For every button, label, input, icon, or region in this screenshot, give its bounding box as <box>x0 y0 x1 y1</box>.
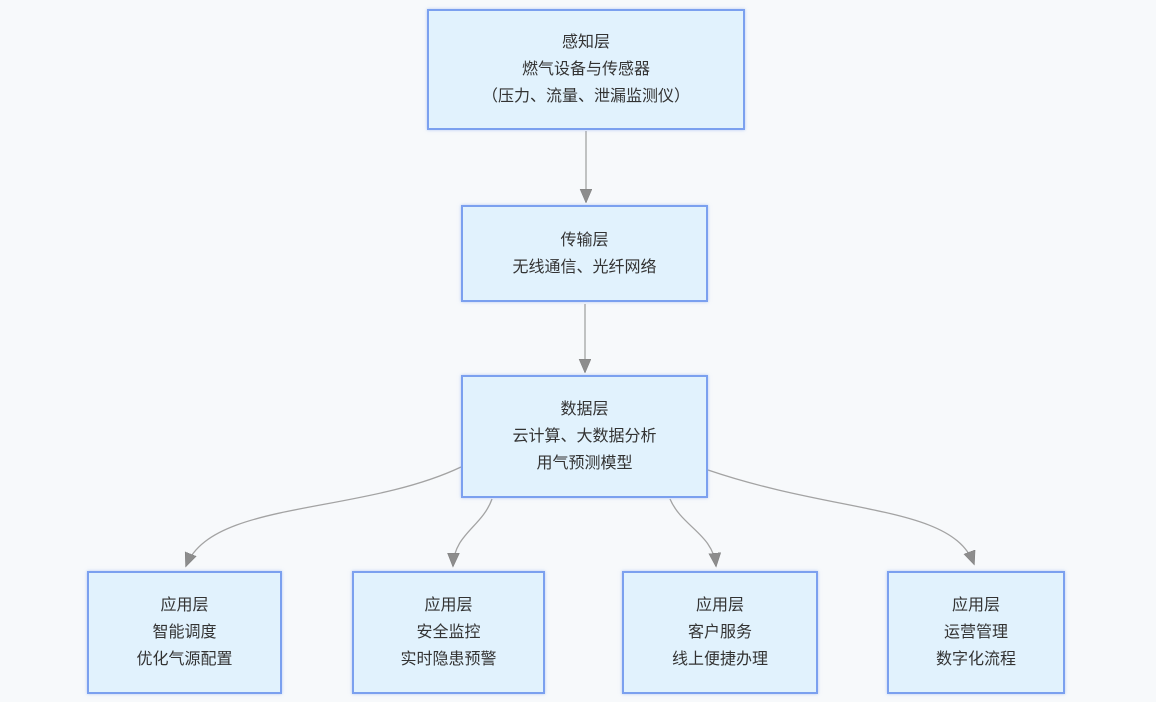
node-data-layer[interactable]: 数据层 云计算、大数据分析 用气预测模型 <box>461 375 708 498</box>
node-text-line: 优化气源配置 <box>136 651 233 668</box>
node-text-line: 燃气设备与传感器 <box>521 61 650 78</box>
node-app-customer[interactable]: 应用层 客户服务 线上便捷办理 <box>622 571 818 694</box>
edge-data-app-safety <box>453 498 493 566</box>
node-title: 应用层 <box>160 597 209 614</box>
node-title: 应用层 <box>424 597 473 614</box>
node-title: 数据层 <box>560 401 609 418</box>
node-text-line: 线上便捷办理 <box>671 651 768 668</box>
node-text-line: 用气预测模型 <box>536 455 633 472</box>
node-app-safety[interactable]: 应用层 安全监控 实时隐患预警 <box>352 571 545 694</box>
node-text-line: 数字化流程 <box>935 651 1016 668</box>
node-perception-layer[interactable]: 感知层 燃气设备与传感器 （压力、流量、泄漏监测仪） <box>427 9 745 130</box>
node-text-line: 智能调度 <box>152 624 217 641</box>
node-text-line: 客户服务 <box>687 624 752 641</box>
edge-data-app-customer <box>669 498 716 566</box>
edge-data-app-operation <box>707 469 974 564</box>
node-title: 传输层 <box>560 231 609 249</box>
node-text-line: 运营管理 <box>943 624 1008 641</box>
node-title: 应用层 <box>951 597 1000 614</box>
node-app-operation[interactable]: 应用层 运营管理 数字化流程 <box>887 571 1065 694</box>
node-app-dispatch[interactable]: 应用层 智能调度 优化气源配置 <box>87 571 282 694</box>
node-text-line: 无线通信、光纤网络 <box>512 258 657 276</box>
node-title: 应用层 <box>695 597 744 614</box>
edge-data-app-dispatch <box>186 466 462 566</box>
node-transmission-layer[interactable]: 传输层 无线通信、光纤网络 <box>461 205 708 302</box>
node-text-line: 实时隐患预警 <box>400 651 497 668</box>
node-text-line: 安全监控 <box>416 624 481 641</box>
node-text-line: 云计算、大数据分析 <box>512 428 657 445</box>
node-title: 感知层 <box>561 34 610 51</box>
node-text-line: （压力、流量、泄漏监测仪） <box>481 88 690 105</box>
